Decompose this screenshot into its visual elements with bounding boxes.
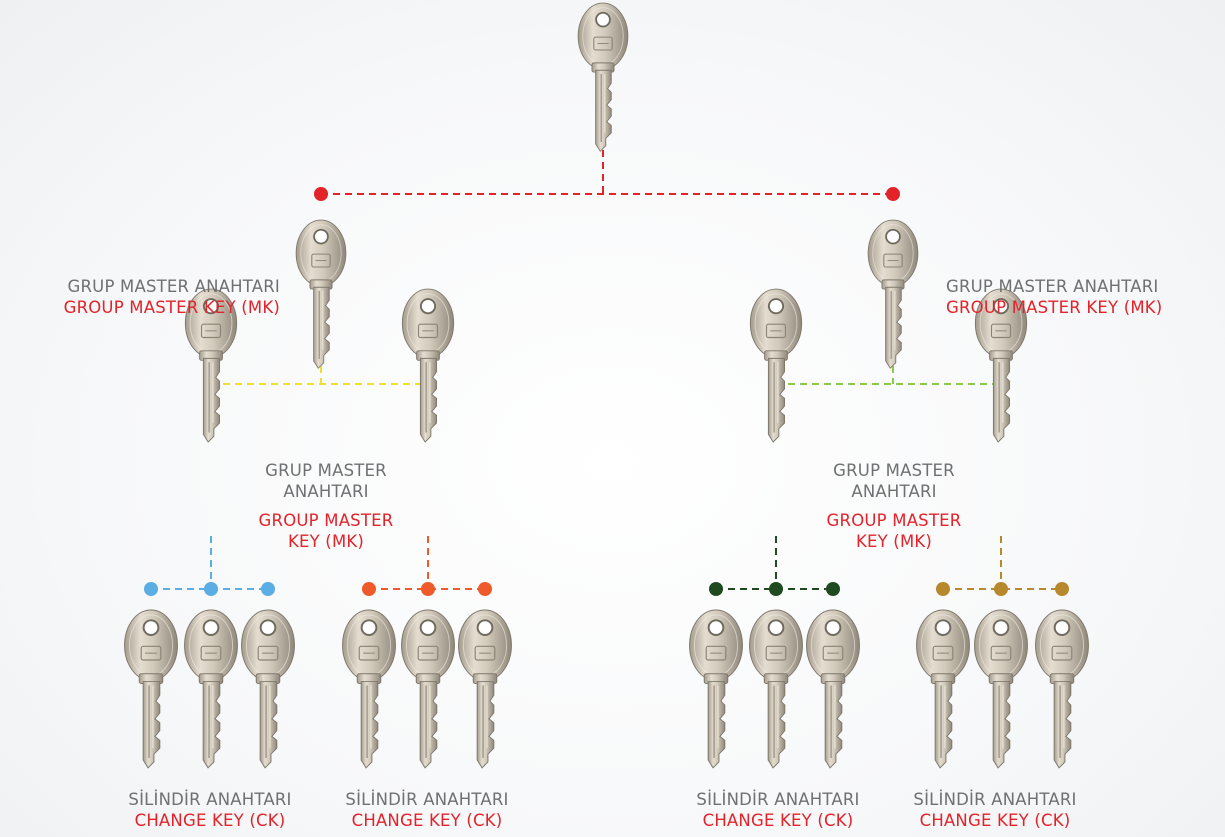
- cyl-1-connector-node: [204, 582, 218, 596]
- change-key-label-2: SİLİNDİR ANAHTARI CHANGE KEY (CK): [317, 789, 537, 831]
- cyl-1-connector-node: [144, 582, 158, 596]
- cyl-2-connector-node: [421, 582, 435, 596]
- key-icon: [183, 609, 239, 769]
- change-tr-text: SİLİNDİR ANAHTARI: [696, 790, 860, 809]
- group-master-label-left: GRUP MASTER ANAHTARI GROUP MASTER KEY (M…: [5, 276, 280, 318]
- change-key-label-3: SİLİNDİR ANAHTARI CHANGE KEY (CK): [668, 789, 888, 831]
- key-icon: [867, 219, 919, 370]
- group-master-en-line2: KEY (MK): [287, 532, 365, 551]
- cyl-4-connector-node: [994, 582, 1008, 596]
- change-tr-text: SİLİNDİR ANAHTARI: [913, 790, 1077, 809]
- change-en-text: CHANGE KEY (CK): [702, 811, 854, 830]
- key-icon: [341, 609, 397, 769]
- key-icon: [577, 2, 629, 153]
- group-master-en-line1: GROUP MASTER: [258, 511, 394, 530]
- key-icon: [457, 609, 513, 769]
- group-master-tr-line2: ANAHTARI: [283, 482, 369, 501]
- change-en-text: CHANGE KEY (CK): [351, 811, 503, 830]
- cyl-3-connector-node: [826, 582, 840, 596]
- key-icon: [401, 288, 455, 443]
- cyl-2-connector-node: [362, 582, 376, 596]
- key-icon: [915, 609, 971, 769]
- group-master-en-line1: GROUP MASTER: [826, 511, 962, 530]
- change-tr-text: SİLİNDİR ANAHTARI: [128, 790, 292, 809]
- group-master-tr-line1: GRUP MASTER: [833, 461, 955, 480]
- change-en-text: CHANGE KEY (CK): [919, 811, 1071, 830]
- group-master-label-right: GRUP MASTER ANAHTARI GROUP MASTER KEY (M…: [946, 276, 1162, 318]
- key-icon: [400, 609, 456, 769]
- key-icon: [748, 609, 804, 769]
- change-tr-text: SİLİNDİR ANAHTARI: [345, 790, 509, 809]
- key-icon: [973, 609, 1029, 769]
- cyl-3-connector-node: [769, 582, 783, 596]
- group-master-tr-text: GRUP MASTER ANAHTARI: [67, 277, 280, 296]
- sub-group-master-label-right: GRUP MASTER ANAHTARI GROUP MASTER KEY (M…: [804, 460, 984, 552]
- change-en-text: CHANGE KEY (CK): [134, 811, 286, 830]
- cyl-4-connector-node: [1055, 582, 1069, 596]
- change-key-label-4: SİLİNDİR ANAHTARI CHANGE KEY (CK): [885, 789, 1105, 831]
- group-master-en-text: GROUP MASTER KEY (MK): [63, 298, 280, 317]
- change-key-label-1: SİLİNDİR ANAHTARI CHANGE KEY (CK): [100, 789, 320, 831]
- key-icon: [295, 219, 347, 370]
- cyl-1-connector-node: [261, 582, 275, 596]
- group-master-en-line2: KEY (MK): [855, 532, 933, 551]
- group-master-en-text: GROUP MASTER KEY (MK): [946, 298, 1163, 317]
- sub-group-master-label-left: GRUP MASTER ANAHTARI GROUP MASTER KEY (M…: [236, 460, 416, 552]
- group-master-tr-line2: ANAHTARI: [851, 482, 937, 501]
- key-icon: [688, 609, 744, 769]
- key-icon: [805, 609, 861, 769]
- cyl-2-connector-node: [478, 582, 492, 596]
- top-connector-node: [314, 187, 328, 201]
- key-icon: [1034, 609, 1090, 769]
- group-master-tr-line1: GRUP MASTER: [265, 461, 387, 480]
- top-connector-node: [886, 187, 900, 201]
- key-icon: [240, 609, 296, 769]
- group-master-tr-text: GRUP MASTER ANAHTARI: [946, 277, 1159, 296]
- key-icon: [123, 609, 179, 769]
- key-icon: [749, 288, 803, 443]
- cyl-4-connector-node: [936, 582, 950, 596]
- cyl-3-connector-node: [709, 582, 723, 596]
